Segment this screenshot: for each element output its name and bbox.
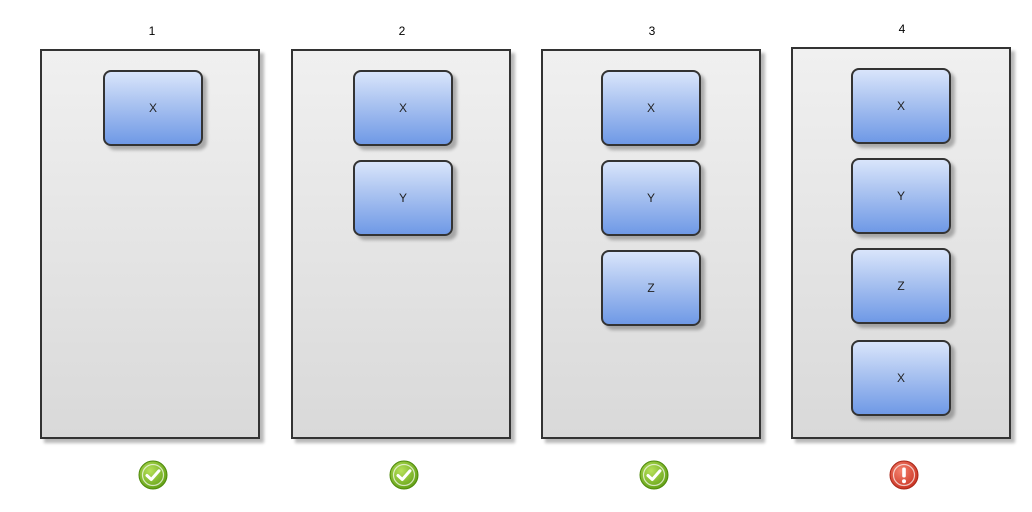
block-y[interactable]: Y bbox=[353, 160, 453, 236]
column-panel-2: X Y bbox=[291, 49, 511, 439]
block-x[interactable]: X bbox=[353, 70, 453, 146]
block-x[interactable]: X bbox=[851, 68, 951, 144]
column-label: 3 bbox=[648, 24, 656, 38]
column-label: 1 bbox=[148, 24, 156, 38]
exclamation-circle-icon bbox=[889, 460, 919, 490]
block-label: X bbox=[398, 101, 407, 115]
block-label: Z bbox=[897, 279, 905, 293]
block-label: Y bbox=[398, 191, 407, 205]
block-x[interactable]: X bbox=[601, 70, 701, 146]
block-label: Y bbox=[646, 191, 655, 205]
block-label: Y bbox=[896, 189, 905, 203]
block-z[interactable]: Z bbox=[851, 248, 951, 324]
block-label: X bbox=[646, 101, 655, 115]
column-panel-4: X Y Z X bbox=[791, 47, 1011, 439]
column-panel-1: X bbox=[40, 49, 260, 439]
column-label: 4 bbox=[898, 22, 906, 36]
block-label: X bbox=[148, 101, 157, 115]
block-y[interactable]: Y bbox=[851, 158, 951, 234]
check-circle-icon bbox=[389, 460, 419, 490]
block-label: X bbox=[896, 371, 905, 385]
check-circle-icon bbox=[639, 460, 669, 490]
block-y[interactable]: Y bbox=[601, 160, 701, 236]
block-label: X bbox=[896, 99, 905, 113]
block-x[interactable]: X bbox=[851, 340, 951, 416]
column-label: 2 bbox=[398, 24, 406, 38]
block-x[interactable]: X bbox=[103, 70, 203, 146]
block-z[interactable]: Z bbox=[601, 250, 701, 326]
column-panel-3: X Y Z bbox=[541, 49, 761, 439]
check-circle-icon bbox=[138, 460, 168, 490]
block-label: Z bbox=[647, 281, 655, 295]
